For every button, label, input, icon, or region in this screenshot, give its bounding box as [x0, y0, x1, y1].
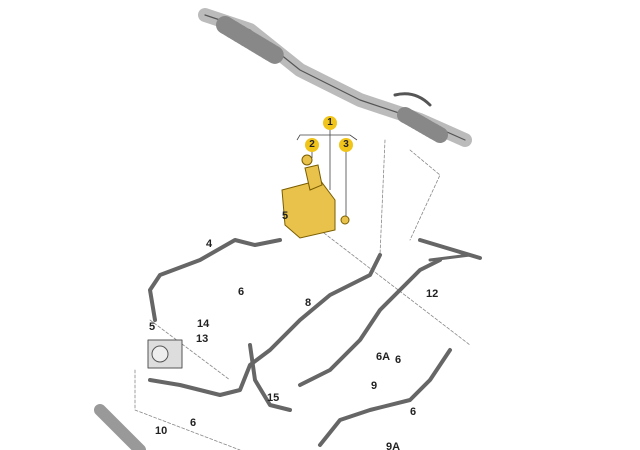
callout-1: 1	[323, 116, 337, 130]
fluid-reservoir	[281, 154, 350, 239]
callout-2: 2	[305, 138, 319, 152]
callout-10: 10	[155, 425, 168, 437]
callout-12: 12	[426, 288, 439, 300]
callout-15: 15	[267, 392, 280, 404]
callout-3: 3	[339, 138, 353, 152]
callout-6d: 6	[410, 406, 417, 418]
callout-6: 6	[238, 286, 245, 298]
callout-9: 9	[371, 380, 378, 392]
callout-6c: 6	[395, 354, 402, 366]
callout-5b: 5	[149, 321, 156, 333]
callout-6b: 6	[190, 417, 197, 429]
callout-5: 5	[282, 210, 289, 222]
callout-9a: 9A	[386, 441, 401, 450]
pump	[147, 339, 183, 369]
callout-14: 14	[197, 318, 210, 330]
callout-4: 4	[206, 238, 213, 250]
steering-rack	[198, 8, 472, 147]
callout-6a: 6A	[376, 351, 391, 363]
callout-13: 13	[196, 333, 209, 345]
callout-8: 8	[305, 297, 312, 309]
